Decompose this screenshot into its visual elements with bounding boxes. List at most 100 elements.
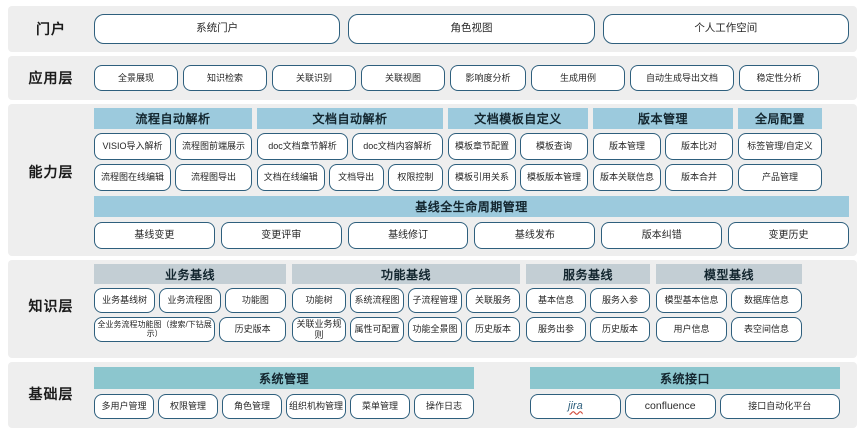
knowledge-item-sub-flow-management[interactable]: 子流程管理 [408, 288, 462, 313]
knowledge-item-service-output-param[interactable]: 服务出参 [526, 317, 586, 342]
ability-group-title-global-config: 全局配置 [738, 108, 822, 129]
knowledge-row: 业务基线树 业务流程图 功能图 [94, 288, 286, 313]
knowledge-item-history-version-service[interactable]: 历史版本 [590, 317, 650, 342]
app-item-panorama[interactable]: 全景展现 [94, 65, 178, 91]
knowledge-group-function-baseline: 功能基线 功能树 系统流程图 子流程管理 关联服务 关联业务规则 属性可配置 功… [292, 264, 520, 342]
knowledge-group-business-baseline: 业务基线 业务基线树 业务流程图 功能图 全业务流程功能图（搜索/下钻展示） 历… [94, 264, 286, 342]
knowledge-item-user-info[interactable]: 用户信息 [656, 317, 727, 342]
layer-label-portal: 门户 [36, 21, 66, 37]
knowledge-item-related-business-rule[interactable]: 关联业务规则 [292, 317, 346, 342]
ability-item-template-query[interactable]: 模板查询 [520, 133, 588, 160]
ability-row: 版本管理 版本比对 [593, 133, 733, 160]
portal-item-system-portal[interactable]: 系统门户 [94, 14, 341, 44]
layer-label-knowledge: 知识层 [28, 298, 74, 314]
app-item-impact-analysis[interactable]: 影响度分析 [450, 65, 526, 91]
app-item-stability-analysis[interactable]: 稳定性分析 [739, 65, 819, 91]
base-item-jira[interactable]: jira [530, 394, 621, 419]
lifecycle-item-baseline-release[interactable]: 基线发布 [474, 222, 596, 249]
ability-item-doc-content-parse[interactable]: doc文档内容解析 [352, 133, 443, 160]
knowledge-item-basic-info[interactable]: 基本信息 [526, 288, 586, 313]
ability-item-doc-export[interactable]: 文档导出 [328, 164, 384, 191]
ability-group-doc-template-custom: 文档模板自定义 模板章节配置 模板查询 模板引用关系 模板版本管理 [448, 108, 588, 191]
knowledge-item-database-info[interactable]: 数据库信息 [731, 288, 802, 313]
lifecycle-item-version-correction[interactable]: 版本纠错 [601, 222, 723, 249]
knowledge-item-business-flow-chart[interactable]: 业务流程图 [159, 288, 221, 313]
jira-label: jira [568, 400, 583, 413]
knowledge-item-model-basic-info[interactable]: 模型基本信息 [656, 288, 727, 313]
layer-label-application: 应用层 [28, 70, 74, 86]
ability-group-title-doc-template-custom: 文档模板自定义 [448, 108, 588, 129]
ability-row: 产品管理 [738, 164, 822, 191]
base-body: 系统管理 多用户管理 权限管理 角色管理 组织机构管理 菜单管理 操作日志 系统… [94, 362, 857, 419]
base-group-system-interface: 系统接口 jira confluence 接口自动化平台 [530, 367, 841, 419]
knowledge-group-title-function-baseline: 功能基线 [292, 264, 520, 284]
knowledge-item-business-baseline-tree[interactable]: 业务基线树 [94, 288, 156, 313]
ability-item-doc-chapter-parse[interactable]: doc文档章节解析 [257, 133, 348, 160]
ability-item-flow-frontend-display[interactable]: 流程图前端展示 [175, 133, 252, 160]
knowledge-item-full-business-flow-function-chart[interactable]: 全业务流程功能图（搜索/下钻展示） [94, 317, 216, 342]
ability-item-template-version-mgmt[interactable]: 模板版本管理 [520, 164, 588, 191]
ability-body: 流程自动解析 VISIO导入解析 流程图前端展示 流程图在线编辑 流程图导出 文… [94, 104, 857, 249]
base-group-title-system-interface: 系统接口 [530, 367, 840, 389]
ability-row: 标签管理/自定义 [738, 133, 822, 160]
ability-row: 文档在线编辑 文档导出 权限控制 [257, 164, 443, 191]
knowledge-item-function-chart[interactable]: 功能图 [224, 288, 286, 313]
base-group-system-management: 系统管理 多用户管理 权限管理 角色管理 组织机构管理 菜单管理 操作日志 [94, 367, 474, 419]
application-items: 全景展现 知识检索 关联识别 关联视图 影响度分析 生成用例 自动生成导出文档 … [94, 65, 857, 91]
lifecycle-item-baseline-revision[interactable]: 基线修订 [347, 222, 469, 249]
ability-item-flow-export[interactable]: 流程图导出 [175, 164, 252, 191]
knowledge-item-attribute-configurable[interactable]: 属性可配置 [350, 317, 404, 342]
ability-item-permission-control[interactable]: 权限控制 [387, 164, 443, 191]
ability-item-flow-online-edit[interactable]: 流程图在线编辑 [94, 164, 171, 191]
app-item-auto-export-doc[interactable]: 自动生成导出文档 [630, 65, 734, 91]
ability-item-version-relation-info[interactable]: 版本关联信息 [593, 164, 661, 191]
ability-row: 模板引用关系 模板版本管理 [448, 164, 588, 191]
base-item-operation-log[interactable]: 操作日志 [414, 394, 474, 419]
knowledge-item-related-service[interactable]: 关联服务 [466, 288, 520, 313]
base-item-permission-management[interactable]: 权限管理 [158, 394, 218, 419]
base-item-interface-automation-platform[interactable]: 接口自动化平台 [719, 394, 841, 419]
base-row: jira confluence 接口自动化平台 [530, 394, 841, 419]
ability-item-version-compare[interactable]: 版本比对 [665, 133, 733, 160]
ability-item-template-reference[interactable]: 模板引用关系 [448, 164, 516, 191]
knowledge-row: 功能树 系统流程图 子流程管理 关联服务 [292, 288, 520, 313]
layer-knowledge: 知识层 业务基线 业务基线树 业务流程图 功能图 全业务流程功能图（搜索/下钻展… [8, 260, 857, 358]
ability-group-global-config: 全局配置 标签管理/自定义 产品管理 [738, 108, 822, 191]
knowledge-item-function-tree[interactable]: 功能树 [292, 288, 346, 313]
base-item-org-management[interactable]: 组织机构管理 [286, 394, 346, 419]
portal-item-personal-workspace[interactable]: 个人工作空间 [602, 14, 849, 44]
base-item-menu-management[interactable]: 菜单管理 [350, 394, 410, 419]
knowledge-item-history-version-business[interactable]: 历史版本 [219, 317, 286, 342]
ability-row: 流程图在线编辑 流程图导出 [94, 164, 252, 191]
knowledge-item-service-input-param[interactable]: 服务入参 [590, 288, 650, 313]
ability-item-template-chapter-config[interactable]: 模板章节配置 [448, 133, 516, 160]
knowledge-item-history-version-function[interactable]: 历史版本 [466, 317, 520, 342]
ability-item-visio-import-parse[interactable]: VISIO导入解析 [94, 133, 171, 160]
ability-item-product-management[interactable]: 产品管理 [738, 164, 822, 191]
ability-item-version-management[interactable]: 版本管理 [593, 133, 661, 160]
lifecycle-item-change-history[interactable]: 变更历史 [728, 222, 849, 249]
app-item-knowledge-search[interactable]: 知识检索 [183, 65, 267, 91]
app-item-generate-case[interactable]: 生成用例 [531, 65, 625, 91]
base-item-role-management[interactable]: 角色管理 [222, 394, 282, 419]
ability-item-tag-management[interactable]: 标签管理/自定义 [738, 133, 822, 160]
knowledge-item-system-flow-chart[interactable]: 系统流程图 [350, 288, 404, 313]
base-item-confluence[interactable]: confluence [624, 394, 716, 419]
portal-item-role-view[interactable]: 角色视图 [348, 14, 595, 44]
lifecycle-item-change-review[interactable]: 变更评审 [220, 222, 342, 249]
knowledge-group-title-model-baseline: 模型基线 [656, 264, 802, 284]
lifecycle-item-baseline-change[interactable]: 基线变更 [94, 222, 215, 249]
app-item-relation-view[interactable]: 关联视图 [361, 65, 445, 91]
base-item-multi-user-management[interactable]: 多用户管理 [94, 394, 154, 419]
app-item-relation-recognition[interactable]: 关联识别 [272, 65, 356, 91]
confluence-label: confluence [644, 399, 696, 412]
knowledge-item-tablespace-info[interactable]: 表空间信息 [731, 317, 802, 342]
lifecycle-items: 基线变更 变更评审 基线修订 基线发布 版本纠错 变更历史 [94, 222, 849, 249]
knowledge-item-function-panorama[interactable]: 功能全景图 [408, 317, 462, 342]
ability-group-doc-auto-parse: 文档自动解析 doc文档章节解析 doc文档内容解析 文档在线编辑 文档导出 权… [257, 108, 443, 191]
ability-item-version-merge[interactable]: 版本合并 [665, 164, 733, 191]
knowledge-group-title-business-baseline: 业务基线 [94, 264, 286, 284]
layer-label-ability: 能力层 [28, 164, 74, 180]
ability-item-doc-online-edit[interactable]: 文档在线编辑 [257, 164, 325, 191]
